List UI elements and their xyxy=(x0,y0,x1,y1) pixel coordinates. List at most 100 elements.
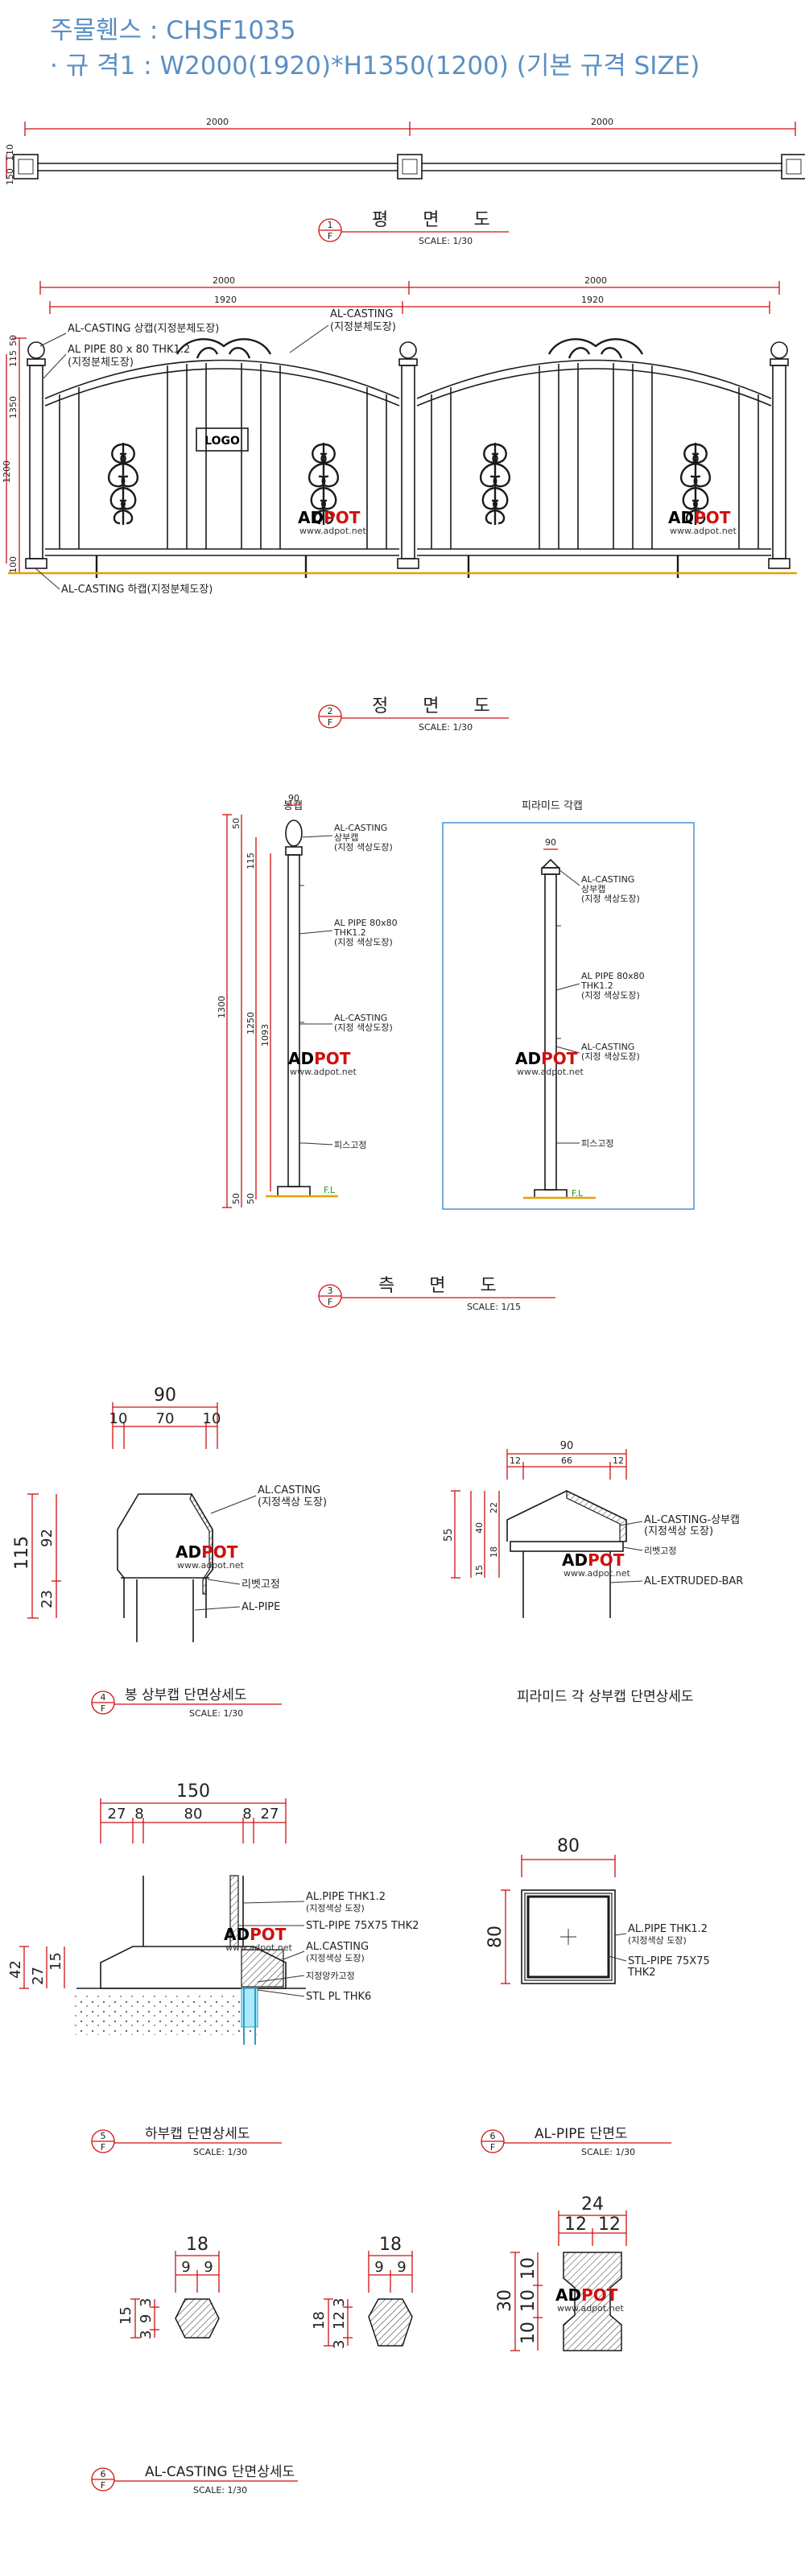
svg-text:ADPOT: ADPOT xyxy=(515,1049,578,1068)
svg-text:(지정색상 도장): (지정색상 도장) xyxy=(306,1903,365,1913)
bottom-cap-title: 5 F 하부캡 단면상세도 SCALE: 1/30 xyxy=(91,2126,282,2157)
side-dim-bottom-1: 50 xyxy=(231,1193,242,1204)
svg-text:18: 18 xyxy=(186,2235,208,2255)
svg-text:9: 9 xyxy=(181,2259,190,2276)
watermark-5: ADPOT www.adpot.net xyxy=(175,1542,244,1571)
casting-section-b: 18 9 9 18 3 12 3 xyxy=(311,2235,413,2349)
svg-text:THK1.2: THK1.2 xyxy=(333,927,366,938)
svg-text:STL-PIPE 75X75: STL-PIPE 75X75 xyxy=(628,1955,710,1967)
svg-text:STL PL THK6: STL PL THK6 xyxy=(306,1991,371,2003)
watermark-2: ADPOT www.adpot.net xyxy=(668,508,737,536)
svg-text:(지정 색상도장): (지정 색상도장) xyxy=(334,1022,393,1033)
bottom-cap-section: 150 27 8 80 8 27 xyxy=(7,1781,419,2045)
svg-text:ADPOT: ADPOT xyxy=(562,1550,625,1570)
front-dim-inner-right: 1920 xyxy=(581,295,604,305)
pyramid-cap-label: 피라미드 각 상부캡 단면상세도 xyxy=(517,1689,694,1705)
svg-text:(지정 색상도장): (지정 색상도장) xyxy=(334,842,393,852)
fence-panel-right xyxy=(416,338,772,578)
svg-text:STL-PIPE 75X75 THK2: STL-PIPE 75X75 THK2 xyxy=(306,1920,419,1932)
svg-text:AL-CASTING 상캡(지정분체도장): AL-CASTING 상캡(지정분체도장) xyxy=(68,323,219,335)
svg-text:9: 9 xyxy=(204,2259,213,2276)
svg-text:8: 8 xyxy=(134,1806,143,1823)
svg-text:15: 15 xyxy=(118,2306,134,2325)
plan-detail-no: 1 xyxy=(328,220,333,230)
svg-text:10: 10 xyxy=(518,2289,539,2312)
svg-text:27: 27 xyxy=(30,1967,47,1985)
svg-text:10: 10 xyxy=(518,2257,539,2280)
side-right-title: 피라미드 각캡 xyxy=(522,800,583,812)
svg-text:70: 70 xyxy=(156,1410,175,1427)
pipe-section-scale: SCALE: 1/30 xyxy=(581,2147,635,2157)
front-side-dim-1: 115 xyxy=(8,350,19,367)
svg-text:18: 18 xyxy=(379,2235,402,2255)
svg-text:10: 10 xyxy=(203,1410,221,1427)
svg-text:80: 80 xyxy=(557,1836,580,1856)
svg-text:F.L: F.L xyxy=(572,1188,584,1199)
svg-text:18: 18 xyxy=(489,1546,499,1558)
svg-text:(지정색상 도장): (지정색상 도장) xyxy=(258,1496,327,1509)
svg-text:ADPOT: ADPOT xyxy=(298,508,361,527)
front-detail-sheet: F xyxy=(328,717,332,728)
side-detail-sheet: F xyxy=(328,1297,332,1307)
svg-text:F: F xyxy=(101,1703,105,1714)
casting-section-title: 6 F AL-CASTING 단면상세도 SCALE: 1/30 xyxy=(91,2464,298,2496)
watermark-1: ADPOT www.adpot.net xyxy=(298,508,366,536)
front-view-title: 2 F 정 면 도 SCALE: 1/30 xyxy=(318,696,509,733)
svg-text:80: 80 xyxy=(184,1806,203,1823)
svg-text:3: 3 xyxy=(331,2298,348,2307)
front-dim-top-right: 2000 xyxy=(584,275,607,286)
front-dim-inner-left: 1920 xyxy=(214,295,237,305)
plan-view-title: 1 F 평 면 도 SCALE: 1/30 xyxy=(318,210,509,246)
side-dim-top: 50 xyxy=(231,818,242,829)
svg-text:ADPOT: ADPOT xyxy=(555,2285,618,2305)
svg-text:(지정색상 도장): (지정색상 도장) xyxy=(644,1525,713,1538)
pipe-section: 80 80 AL.PIPE THK1.2 (지정색상 도장) STL-PIPE … xyxy=(485,1836,710,1984)
svg-text:AL-PIPE: AL-PIPE xyxy=(242,1601,280,1613)
front-side-dim-3: 1350 xyxy=(8,396,19,419)
svg-text:150: 150 xyxy=(176,1781,210,1802)
svg-text:92: 92 xyxy=(39,1529,56,1547)
svg-text:90: 90 xyxy=(560,1440,574,1452)
svg-text:12: 12 xyxy=(510,1455,521,1466)
svg-text:4: 4 xyxy=(101,1692,106,1703)
bottom-cap-scale: SCALE: 1/30 xyxy=(193,2147,247,2157)
svg-text:www.adpot.net: www.adpot.net xyxy=(299,526,366,536)
svg-text:(지정색상 도장): (지정색상 도장) xyxy=(628,1935,687,1946)
fence-panel-left: LOGO xyxy=(44,338,400,578)
svg-text:AL-EXTRUDED-BAR: AL-EXTRUDED-BAR xyxy=(644,1575,743,1587)
svg-text:8: 8 xyxy=(242,1806,251,1823)
bottom-cap-label: 하부캡 단면상세도 xyxy=(145,2126,250,2142)
logo-plate: LOGO xyxy=(196,427,249,452)
pyramid-cap-frame xyxy=(442,822,695,1210)
svg-text:AL-CASTING: AL-CASTING xyxy=(330,308,393,320)
svg-text:THK2: THK2 xyxy=(627,1967,656,1979)
svg-text:(지정분체도장): (지정분체도장) xyxy=(68,357,134,369)
svg-text:피스고정: 피스고정 xyxy=(581,1138,613,1149)
svg-text:www.adpot.net: www.adpot.net xyxy=(557,2303,624,2314)
ball-cap-label: 봉 상부캡 단면상세도 xyxy=(125,1687,247,1703)
front-side-dim-4: 1200 xyxy=(2,460,12,483)
svg-text:55: 55 xyxy=(443,1528,455,1542)
svg-text:12: 12 xyxy=(564,2215,587,2235)
svg-text:AL.PIPE THK1.2: AL.PIPE THK1.2 xyxy=(306,1891,386,1903)
casting-section-scale: SCALE: 1/30 xyxy=(193,2485,247,2496)
svg-text:18: 18 xyxy=(311,2311,328,2330)
svg-text:피스고정: 피스고정 xyxy=(334,1140,366,1150)
side-view: 봉캡 피라미드 각캡 90 50 13 xyxy=(217,793,695,1210)
front-view: 2000 2000 1920 1920 115 50 1350 1200 100 xyxy=(2,275,797,596)
side-dim-cap: 115 xyxy=(246,852,256,869)
side-view-label: 측 면 도 xyxy=(378,1276,511,1296)
svg-text:9: 9 xyxy=(374,2259,383,2276)
svg-text:AL-CASTING-상부캡: AL-CASTING-상부캡 xyxy=(644,1514,740,1526)
plan-side-dim-2: 110 xyxy=(5,144,15,161)
plan-dim-right: 2000 xyxy=(591,117,613,127)
front-dim-top-left: 2000 xyxy=(213,275,235,286)
front-side-dim-2: 50 xyxy=(8,335,19,346)
svg-text:42: 42 xyxy=(7,1960,24,1979)
svg-text:90: 90 xyxy=(154,1385,176,1406)
plan-dim-left: 2000 xyxy=(206,117,229,127)
svg-text:리벳고정: 리벳고정 xyxy=(242,1579,280,1591)
plan-detail-sheet: F xyxy=(328,231,332,242)
